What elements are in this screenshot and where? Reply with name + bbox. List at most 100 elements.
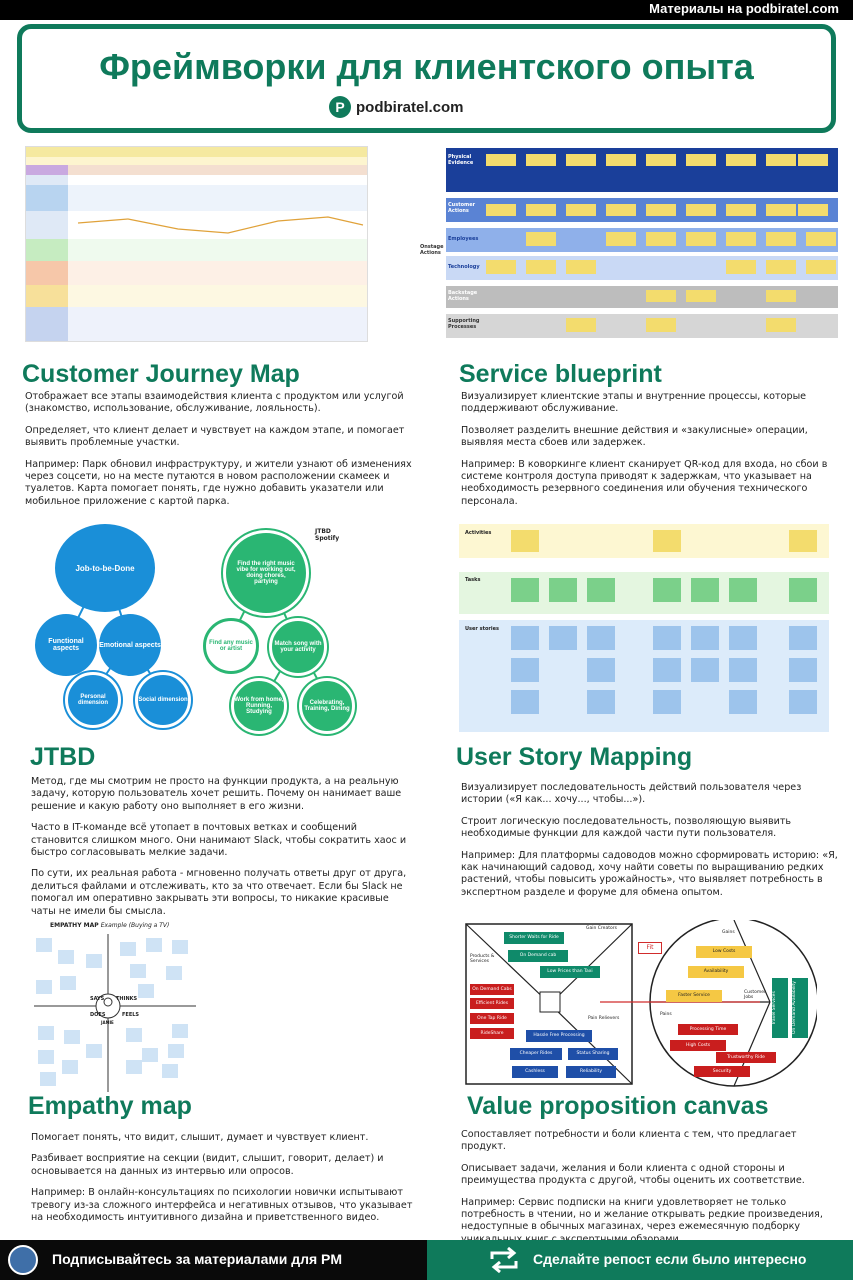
empathy-paragraph: Помогает понять, что видит, слышит, дума… [31, 1132, 369, 1143]
podbiratel-logo-icon: P [329, 96, 351, 118]
top-bar-link[interactable]: Материалы на podbiratel.com [649, 1, 839, 16]
bp-row-technology: Technology [448, 264, 480, 270]
bp-row-backstage: Backstage Actions [448, 290, 478, 302]
vpc-item: Hassle Free Processing [526, 1030, 592, 1042]
jtbd-node: Job-to-be-Done [55, 524, 155, 612]
brand-name: podbiratel.com [356, 98, 464, 116]
bp-row-supporting: Supporting Processes [448, 318, 480, 330]
usm-paragraph: Например: Для платформы садоводов можно … [461, 849, 838, 898]
blueprint-title: Service blueprint [459, 360, 662, 388]
vpc-item: RideShare [470, 1028, 514, 1039]
usm-row-stories: User stories [465, 626, 499, 632]
vpc-label: Gain Creators [586, 926, 617, 931]
jtbd-paragraph: По сути, их реальная работа - мгновенно … [31, 868, 407, 917]
vpc-text: Сопоставляет потребности и боли клиента … [461, 1129, 841, 1255]
brand[interactable]: P podbiratel.com [329, 96, 464, 118]
usm-paragraph: Строит логическую последовательность, по… [461, 815, 792, 840]
usm-title: User Story Mapping [456, 743, 693, 771]
empathy-text: Помогает понять, что видит, слышит, дума… [31, 1132, 413, 1233]
jtbd-node: Find the right music vibe for working ou… [223, 530, 309, 616]
vpc-title: Value proposition canvas [467, 1092, 769, 1120]
vpc-item: High Costs [670, 1040, 726, 1051]
author-avatar [8, 1245, 38, 1275]
usm-row-activities: Activities [465, 530, 492, 536]
vpc-paragraph: Например: Сервис подписки на книги удовл… [461, 1196, 823, 1245]
vpc-item: Processing Time [678, 1024, 738, 1035]
vpc-item: Status Sharing [568, 1048, 618, 1060]
empathy-figure: EMPATHY MAP Example (Buying a TV) SAYS T… [30, 920, 200, 1096]
bp-row-employees: Employees [448, 236, 479, 242]
vpc-label: Pains [660, 1012, 672, 1017]
empathy-map-title: EMPATHY MAP Example (Buying a TV) [50, 922, 170, 929]
quadrant-feels: FEELS [122, 1012, 140, 1018]
bottom-bar: Подписывайтесь за материалами для PM Сде… [0, 1240, 853, 1280]
vpc-item: On Demand Cabs [470, 984, 514, 995]
empathy-title: Empathy map [28, 1092, 192, 1120]
repost-icon [490, 1247, 518, 1273]
vpc-item: Availability [688, 966, 744, 978]
vpc-item: Reliability [566, 1066, 616, 1078]
repost-text[interactable]: Сделайте репост если было интересно [533, 1251, 807, 1267]
vpc-paragraph: Описывает задачи, желания и боли клиента… [461, 1162, 805, 1187]
vpc-label: Pain Relievers [588, 1016, 620, 1021]
jtbd-paragraph: Метод, где мы смотрим не просто на функц… [31, 776, 402, 812]
usm-paragraph: Визуализирует последовательность действи… [461, 782, 802, 806]
cjm-paragraph: Например: Парк обновил инфраструктуру, и… [25, 458, 412, 507]
jtbd-node: Find any music or artist [203, 618, 259, 674]
vpc-label: Products & Services [470, 954, 495, 964]
blueprint-figure: Physical Evidence Customer Actions Emplo… [418, 146, 838, 342]
vpc-item: Low Prices than Taxi [540, 966, 600, 978]
empathy-paragraph: Например: В онлайн-консультациях по псих… [31, 1187, 413, 1224]
vpc-item: One Tap Ride [470, 1013, 514, 1024]
emotion-curve [77, 216, 364, 234]
usm-row-tasks: Tasks [465, 577, 481, 583]
vpc-figure: Fit Shorter Waits for Ride On Demand cab… [460, 920, 817, 1090]
vpc-item: Travel Services [772, 978, 788, 1038]
blueprint-paragraph: Позволяет разделить внешние действия и «… [461, 424, 808, 449]
vpc-item: Low Costs [696, 946, 752, 958]
jtbd-node: Social dimension [135, 672, 191, 728]
bp-onstage-label: Onstage Actions [420, 244, 444, 256]
persona-name: JAMIE [101, 1020, 114, 1025]
spotify-label: JTBD Spotify [315, 528, 340, 542]
subscribe-link[interactable]: Подписывайтесь за материалами для PM [52, 1251, 343, 1267]
cjm-title: Customer Journey Map [22, 360, 300, 388]
jtbd-paragraph: Часто в IT-команде всё утопает в почтовы… [31, 822, 407, 859]
cjm-paragraph: Отображает все этапы взаимодействия клие… [25, 391, 404, 415]
vpc-item: Cashless [512, 1066, 558, 1078]
vpc-item: Shorter Waits for Ride [504, 932, 564, 944]
top-bar: Материалы на podbiratel.com [0, 0, 853, 20]
repost-banner[interactable] [427, 1240, 853, 1280]
vpc-item: Security [694, 1066, 750, 1077]
vpc-item: Trustworthy Ride [716, 1052, 776, 1063]
cjm-text: Отображает все этапы взаимодействия клие… [25, 391, 413, 517]
jtbd-text: Метод, где мы смотрим не просто на функц… [31, 776, 413, 927]
jtbd-node: Personal dimension [65, 672, 121, 728]
bp-row-physical: Physical Evidence [448, 154, 474, 166]
vpc-paragraph: Сопоставляет потребности и боли клиента … [461, 1129, 797, 1153]
vpc-item: Cheaper Rides [510, 1048, 562, 1060]
vpc-item: On Demand cab availability [508, 950, 568, 970]
jtbd-figure: Job-to-be-Done Functional aspects Emotio… [25, 522, 368, 740]
blueprint-paragraph: Визуализирует клиентские этапы и внутрен… [461, 391, 807, 415]
jtbd-node: Emotional aspects [99, 614, 161, 676]
quadrant-says: SAYS [90, 996, 105, 1002]
vpc-item: Faster Service [666, 990, 722, 1002]
page-header: Фреймворки для клиентского опыта P podbi… [17, 24, 836, 133]
vpc-fit-label: Fit [638, 942, 662, 954]
empathy-paragraph: Разбивает восприятие на секции (видит, с… [31, 1153, 384, 1177]
usm-text: Визуализирует последовательность действи… [461, 782, 843, 908]
cjm-figure [25, 146, 368, 342]
quadrant-does: DOES [90, 1012, 106, 1018]
vpc-label: Gains [722, 930, 735, 935]
blueprint-paragraph: Например: В коворкинге клиент сканирует … [461, 458, 828, 507]
bp-row-customer: Customer Actions [448, 202, 476, 214]
quadrant-thinks: THINKS [116, 996, 138, 1002]
vpc-item: On Demand Availability [792, 978, 808, 1038]
page-title: Фреймворки для клиентского опыта [99, 46, 754, 87]
vpc-label: Customer Jobs [744, 990, 766, 1000]
vpc-item: Efficient Rides [470, 998, 514, 1009]
jtbd-node: Work from home, Running, Studying [231, 678, 287, 734]
blueprint-text: Визуализирует клиентские этапы и внутрен… [461, 391, 843, 517]
jtbd-node: Celebrating, Training, Dining [299, 678, 355, 734]
